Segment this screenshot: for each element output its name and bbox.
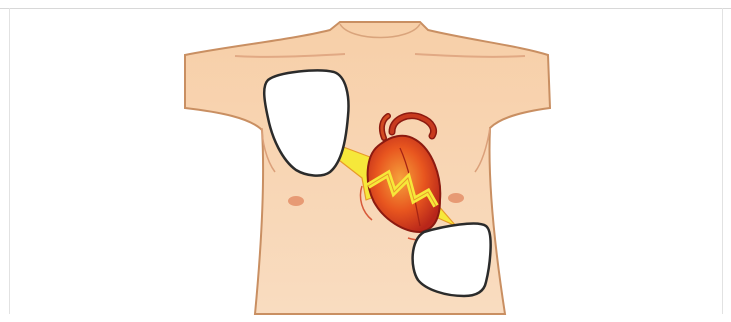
pad-lower-shape — [413, 224, 491, 296]
defibrillator-pad-lower — [413, 224, 491, 296]
nipple-right — [448, 193, 464, 203]
nipple-left — [288, 196, 304, 206]
